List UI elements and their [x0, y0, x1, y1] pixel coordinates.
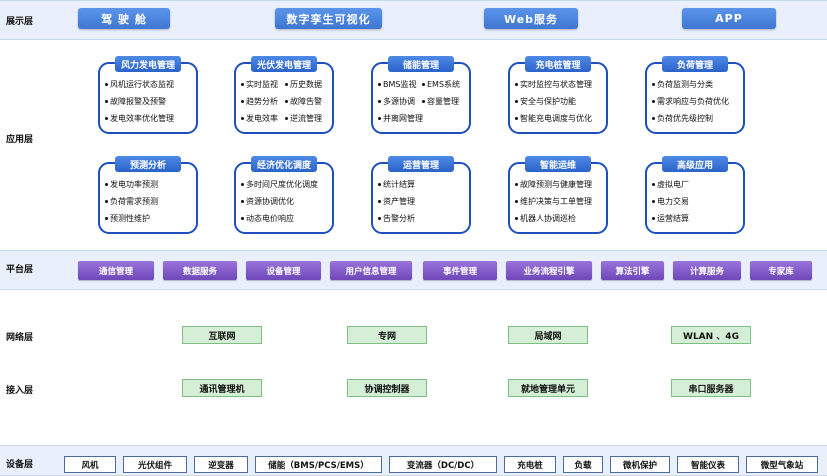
display-cockpit[interactable]: 驾 驶 舱 [78, 8, 170, 29]
device-relay-protection[interactable]: 微机保护 [610, 456, 670, 473]
platform-data-service[interactable]: 数据服务 [163, 261, 237, 280]
module-item: 故障报警及预警 [105, 93, 193, 110]
module-item: 负荷需求预测 [105, 193, 193, 210]
module-item: 预测性维护 [105, 210, 193, 227]
platform-device-mgmt[interactable]: 设备管理 [246, 261, 321, 280]
display-digital-twin[interactable]: 数字孪生可视化 [275, 8, 382, 29]
module-title: 智能运维 [525, 156, 591, 172]
module-economic-dispatch[interactable]: 经济优化调度 多时间尺度优化调度 资源协调优化 动态电价响应 [234, 156, 334, 234]
module-item: 需求响应与负荷优化 [652, 93, 740, 110]
module-wind-power[interactable]: 风力发电管理 风机运行状态监视 故障报警及预警 发电效率优化管理 [98, 56, 198, 134]
device-weather-station[interactable]: 微型气象站 [746, 456, 818, 473]
platform-expert-library[interactable]: 专家库 [750, 261, 812, 280]
device-charging-pile[interactable]: 充电桩 [504, 456, 556, 473]
access-coord-controller[interactable]: 协调控制器 [347, 379, 427, 397]
device-converter[interactable]: 变流器（DC/DC） [389, 456, 497, 473]
module-title: 负荷管理 [662, 56, 728, 72]
device-energy-storage[interactable]: 储能（BMS/PCS/EMS） [255, 456, 382, 473]
module-item: 资产管理 [378, 193, 466, 210]
module-item: 维护决策与工单管理 [515, 193, 603, 210]
platform-communication[interactable]: 通信管理 [78, 261, 154, 280]
module-title: 经济优化调度 [250, 156, 318, 172]
module-title: 储能管理 [388, 56, 454, 72]
module-item: 逆流管理 [285, 110, 329, 127]
display-app[interactable]: APP [682, 8, 776, 29]
module-item: 电力交易 [652, 193, 740, 210]
device-pv-module[interactable]: 光伏组件 [123, 456, 187, 473]
module-item: 资源协调优化 [241, 193, 329, 210]
module-item: 统计结算 [378, 176, 466, 193]
access-serial-server[interactable]: 串口服务器 [671, 379, 751, 397]
module-item: 实时监视 [241, 76, 285, 93]
module-title: 高级应用 [662, 156, 728, 172]
platform-user-info[interactable]: 用户信息管理 [330, 261, 412, 280]
module-item: 故障预测与健康管理 [515, 176, 603, 193]
module-item: 动态电价响应 [241, 210, 329, 227]
module-item: 并离网管理 [378, 110, 466, 127]
network-internet[interactable]: 互联网 [182, 326, 262, 344]
layer-label-application: 应用层 [6, 135, 34, 145]
module-item: 历史数据 [285, 76, 329, 93]
layer-label-access: 接入层 [6, 386, 34, 396]
module-title: 充电桩管理 [525, 56, 591, 72]
module-item: 告警分析 [378, 210, 466, 227]
access-comm-manager[interactable]: 通讯管理机 [182, 379, 262, 397]
module-item: 风机运行状态监视 [105, 76, 193, 93]
layer-label-display: 展示层 [6, 17, 34, 27]
module-item: 发电效率优化管理 [105, 110, 193, 127]
device-load[interactable]: 负载 [563, 456, 603, 473]
module-title: 光伏发电管理 [250, 56, 318, 72]
module-item: 故障告警 [285, 93, 329, 110]
module-item: 发电功率预测 [105, 176, 193, 193]
network-wlan-4g[interactable]: WLAN 、4G [671, 326, 751, 344]
module-item: 负荷优先级控制 [652, 110, 740, 127]
module-operations[interactable]: 运营管理 统计结算 资产管理 告警分析 [371, 156, 471, 234]
device-inverter[interactable]: 逆变器 [194, 456, 248, 473]
access-local-unit[interactable]: 就地管理单元 [508, 379, 588, 397]
module-load[interactable]: 负荷管理 负荷监测与分类 需求响应与负荷优化 负荷优先级控制 [645, 56, 745, 134]
platform-compute-service[interactable]: 计算服务 [673, 261, 741, 280]
module-item: BMS监视 [378, 76, 422, 93]
module-item: 机器人协调巡检 [515, 210, 603, 227]
module-charging-pile[interactable]: 充电桩管理 实时监控与状态管理 安全与保护功能 智能充电调度与优化 [508, 56, 608, 134]
layer-label-network: 网络层 [6, 333, 34, 343]
module-item: 虚拟电厂 [652, 176, 740, 193]
platform-algorithm-engine[interactable]: 算法引擎 [601, 261, 664, 280]
device-wind-turbine[interactable]: 风机 [64, 456, 116, 473]
module-title: 运营管理 [388, 156, 454, 172]
layer-label-platform: 平台层 [6, 265, 34, 275]
module-item: 发电效率 [241, 110, 285, 127]
module-item: 趋势分析 [241, 93, 285, 110]
module-item: 负荷监测与分类 [652, 76, 740, 93]
module-item: 实时监控与状态管理 [515, 76, 603, 93]
layer-label-device: 设备层 [6, 460, 34, 470]
module-forecast[interactable]: 预测分析 发电功率预测 负荷需求预测 预测性维护 [98, 156, 198, 234]
module-item: 运营结算 [652, 210, 740, 227]
module-item: 多时间尺度优化调度 [241, 176, 329, 193]
module-title: 预测分析 [115, 156, 181, 172]
platform-event-mgmt[interactable]: 事件管理 [423, 261, 497, 280]
module-advanced-apps[interactable]: 高级应用 虚拟电厂 电力交易 运营结算 [645, 156, 745, 234]
module-item: EMS系统 [422, 76, 466, 93]
module-energy-storage[interactable]: 储能管理 BMS监视 EMS系统 多源协调 容量管理 并离网管理 [371, 56, 471, 134]
module-smart-maintenance[interactable]: 智能运维 故障预测与健康管理 维护决策与工单管理 机器人协调巡检 [508, 156, 608, 234]
module-item: 多源协调 [378, 93, 422, 110]
module-title: 风力发电管理 [114, 56, 182, 72]
module-item: 容量管理 [422, 93, 466, 110]
platform-workflow-engine[interactable]: 业务流程引擎 [506, 261, 592, 280]
display-web-service[interactable]: Web服务 [484, 8, 578, 29]
module-item: 智能充电调度与优化 [515, 110, 603, 127]
module-item: 安全与保护功能 [515, 93, 603, 110]
module-pv-power[interactable]: 光伏发电管理 实时监视 历史数据 趋势分析 故障告警 发电效率 逆流管理 [234, 56, 334, 134]
network-private[interactable]: 专网 [347, 326, 427, 344]
network-lan[interactable]: 局域网 [508, 326, 588, 344]
device-smart-meter[interactable]: 智能仪表 [677, 456, 739, 473]
